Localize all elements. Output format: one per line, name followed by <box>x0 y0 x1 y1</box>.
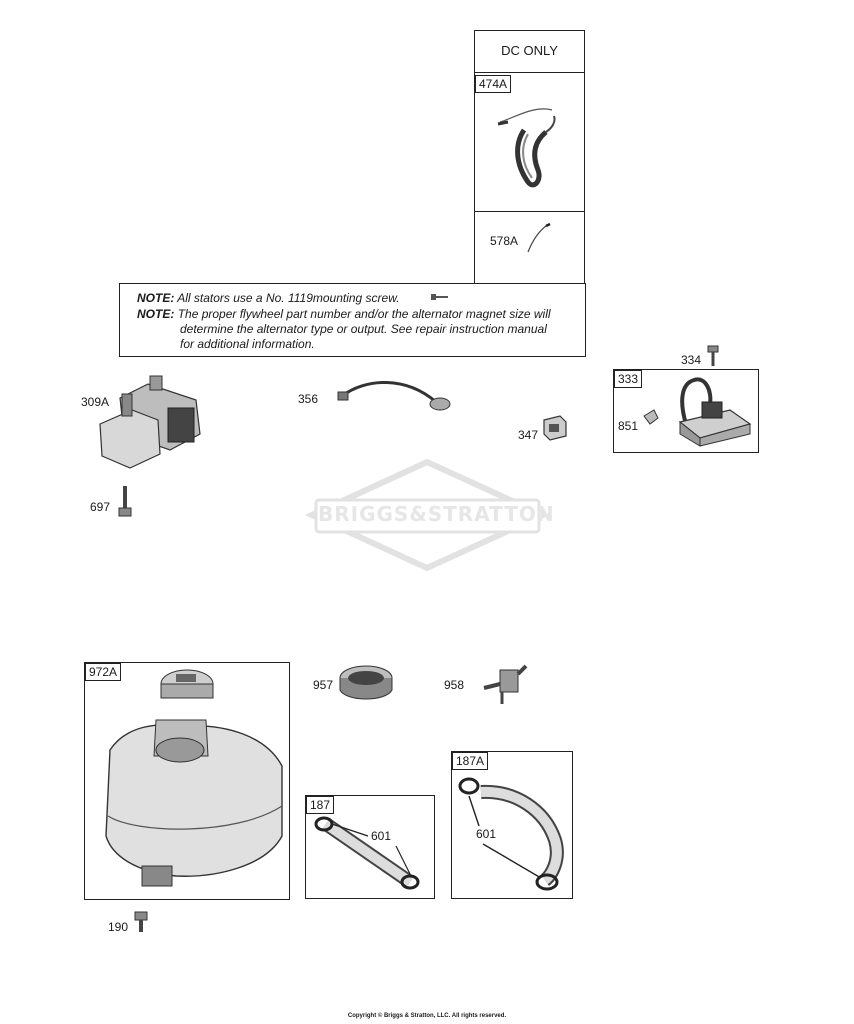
bolt-icon <box>118 486 132 517</box>
coil-screw-icon <box>707 345 719 366</box>
fitting-icon <box>134 911 148 932</box>
watermark-logo <box>304 458 551 572</box>
wire-harness-icon <box>497 108 556 188</box>
label-697: 697 <box>90 500 111 514</box>
copyright-text: Copyright © Briggs & Stratton, LLC. All … <box>347 1013 507 1019</box>
label-601-a: 601 <box>371 829 392 843</box>
label-958: 958 <box>444 678 465 692</box>
note-line-3: determine the alternator type or output.… <box>180 322 547 336</box>
stator-icon <box>99 375 201 469</box>
hose-187A-box <box>451 751 573 899</box>
tag-333: 333 <box>614 370 643 388</box>
fuel-tank-icon <box>105 669 283 887</box>
ground-wire-icon <box>337 380 451 411</box>
label-578A: 578A <box>490 234 519 248</box>
note-2-prefix: NOTE: <box>137 307 175 321</box>
connector-icon <box>543 415 567 441</box>
fuel-tank-box <box>84 662 290 900</box>
note-line-1: NOTE: All stators use a No. 1119mounting… <box>137 291 400 306</box>
label-190: 190 <box>108 920 129 934</box>
tag-972A: 972A <box>85 663 122 681</box>
coil-box <box>613 369 759 453</box>
fuel-filter-icon <box>483 664 528 704</box>
hose-187-box <box>305 795 435 899</box>
label-957: 957 <box>313 678 334 692</box>
hose-curved-icon <box>458 777 564 891</box>
dc-only-divider-2 <box>474 211 585 212</box>
note-1-text: All stators use a No. 1119mounting screw… <box>177 291 400 305</box>
note-line-4: for additional information. <box>180 337 315 351</box>
tag-187A: 187A <box>452 752 489 770</box>
fuel-cap-icon <box>339 665 393 700</box>
dc-only-header: DC ONLY <box>501 43 558 58</box>
watermark-text: BRIGGS&STRATTON <box>318 502 555 526</box>
label-309A: 309A <box>81 395 110 409</box>
note-2-text-a: The proper flywheel part number and/or t… <box>177 307 551 321</box>
label-356: 356 <box>298 392 319 406</box>
label-334: 334 <box>681 353 702 367</box>
screw-icon <box>431 294 448 300</box>
note-1-prefix: NOTE: <box>137 291 175 305</box>
label-347: 347 <box>518 428 539 442</box>
coil-icon <box>643 377 752 447</box>
dc-only-divider-1 <box>474 72 585 73</box>
note-line-2: NOTE: The proper flywheel part number an… <box>137 307 551 322</box>
note-box <box>119 283 586 357</box>
label-851: 851 <box>618 419 639 433</box>
wire-lead-icon <box>527 222 551 253</box>
label-601-b: 601 <box>476 827 497 841</box>
tag-187: 187 <box>306 796 335 814</box>
tag-474A: 474A <box>475 75 512 93</box>
hose-straight-icon <box>314 816 420 890</box>
